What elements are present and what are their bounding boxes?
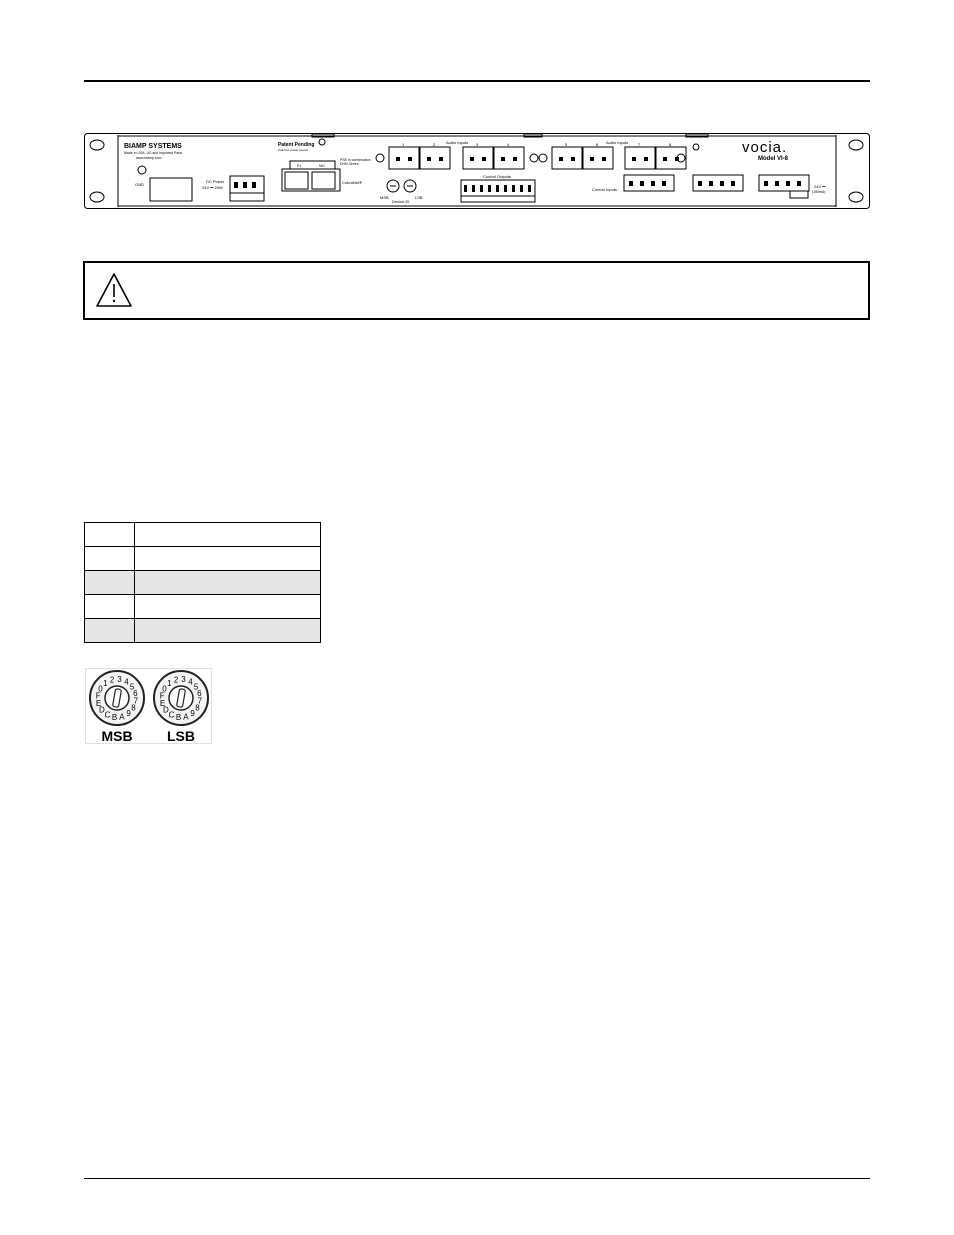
switch-digit: 6 — [133, 689, 138, 698]
switch-digit: F — [96, 692, 101, 701]
panel-ch2: 2 — [433, 142, 436, 147]
table-row — [84, 570, 321, 595]
table-row — [84, 522, 321, 547]
panel-dc-power-label: DC Power — [206, 179, 225, 184]
panel-brand: BIAMP SYSTEMS — [124, 143, 182, 150]
panel-ch1: 1 — [402, 142, 405, 147]
panel-port-left: P1 — [297, 164, 301, 168]
switch-digit: E — [96, 699, 101, 708]
panel-ch7: 7 — [638, 142, 641, 147]
header-rule — [84, 80, 870, 82]
switch-digit: 4 — [124, 678, 129, 687]
switch-digit: 4 — [188, 678, 193, 687]
switch-digit: 6 — [197, 689, 202, 698]
panel-website: www.biamp.com — [136, 156, 162, 160]
switch-digit: 3 — [181, 675, 186, 684]
panel-ch6: 6 — [596, 142, 599, 147]
panel-ch4: 4 — [507, 142, 510, 147]
panel-rating: 24V ⎓ — [814, 184, 826, 189]
warning-icon — [96, 273, 132, 307]
switch-digit: 7 — [198, 697, 203, 706]
switch-digit: E — [160, 699, 165, 708]
switch-digit: 8 — [131, 704, 136, 713]
panel-ch5: 5 — [565, 142, 568, 147]
switch-digit: 2 — [174, 676, 179, 685]
switch-digit: 1 — [167, 679, 172, 688]
lsb-caption: LSB — [167, 728, 195, 744]
msb-caption: MSB — [101, 728, 132, 744]
switch-digit: 0 — [162, 685, 167, 694]
switch-digit: 8 — [195, 704, 200, 713]
panel-audio-inputs-label: Audio Inputs — [446, 140, 468, 145]
panel-model: Model VI-8 — [758, 156, 789, 162]
switch-digit: 1 — [103, 679, 108, 688]
panel-origin: Made in USA, US and Imported Parts — [124, 151, 182, 155]
panel-patent-sub: PoE has power source — [278, 148, 309, 152]
panel-control-inputs-label: Control Inputs — [592, 187, 617, 192]
panel-device-id-label: Device ID — [392, 199, 409, 204]
switch-digit: 9 — [190, 709, 195, 718]
switch-digit: 7 — [134, 697, 139, 706]
switch-digit: D — [99, 706, 105, 715]
switch-digit: C — [105, 711, 111, 720]
panel-cobranet-label: CobraNet® — [342, 180, 362, 185]
switch-digit: 3 — [117, 675, 122, 684]
panel-audio-inputs-label-2: Audio Inputs — [606, 140, 628, 145]
switch-digit: F — [160, 692, 165, 701]
switch-digit: B — [112, 713, 117, 722]
panel-lsb-label: LSB — [415, 195, 423, 200]
panel-patent: Patent Pending — [278, 142, 314, 148]
switch-digit: A — [183, 712, 189, 721]
panel-poe-note-2: DHN Series — [340, 162, 359, 166]
panel-gnd-label: GND — [135, 182, 144, 187]
panel-rating-sub: (150mA) — [812, 190, 825, 194]
table-row — [84, 594, 321, 619]
table-row — [84, 546, 321, 571]
panel-dc-power-rating: 24V ⎓ 20W — [202, 185, 223, 190]
panel-ch3: 3 — [476, 142, 479, 147]
switch-digit: 5 — [194, 682, 199, 691]
table-row — [84, 618, 321, 643]
warning-callout — [83, 261, 870, 320]
switch-digit: A — [119, 712, 125, 721]
footer-rule — [84, 1178, 870, 1179]
device-id-table — [84, 522, 321, 643]
switch-digit: C — [169, 711, 175, 720]
switch-digit: 9 — [126, 709, 131, 718]
panel-port-right: NIC — [319, 164, 326, 168]
switch-digit: 5 — [130, 682, 135, 691]
switch-digit: 0 — [98, 685, 103, 694]
rear-panel-diagram: BIAMP SYSTEMS Made in USA, US and Import… — [84, 133, 870, 209]
panel-logo: vocia. — [742, 139, 787, 156]
panel-msb-label: MSB — [380, 195, 389, 200]
panel-control-outputs-label: Control Outputs — [483, 174, 511, 179]
switch-digit: 2 — [110, 676, 115, 685]
panel-poe-note-1: PSE in combination — [340, 158, 371, 162]
switch-digit: B — [176, 713, 181, 722]
switch-digit: D — [163, 706, 169, 715]
panel-ch8: 8 — [669, 142, 672, 147]
